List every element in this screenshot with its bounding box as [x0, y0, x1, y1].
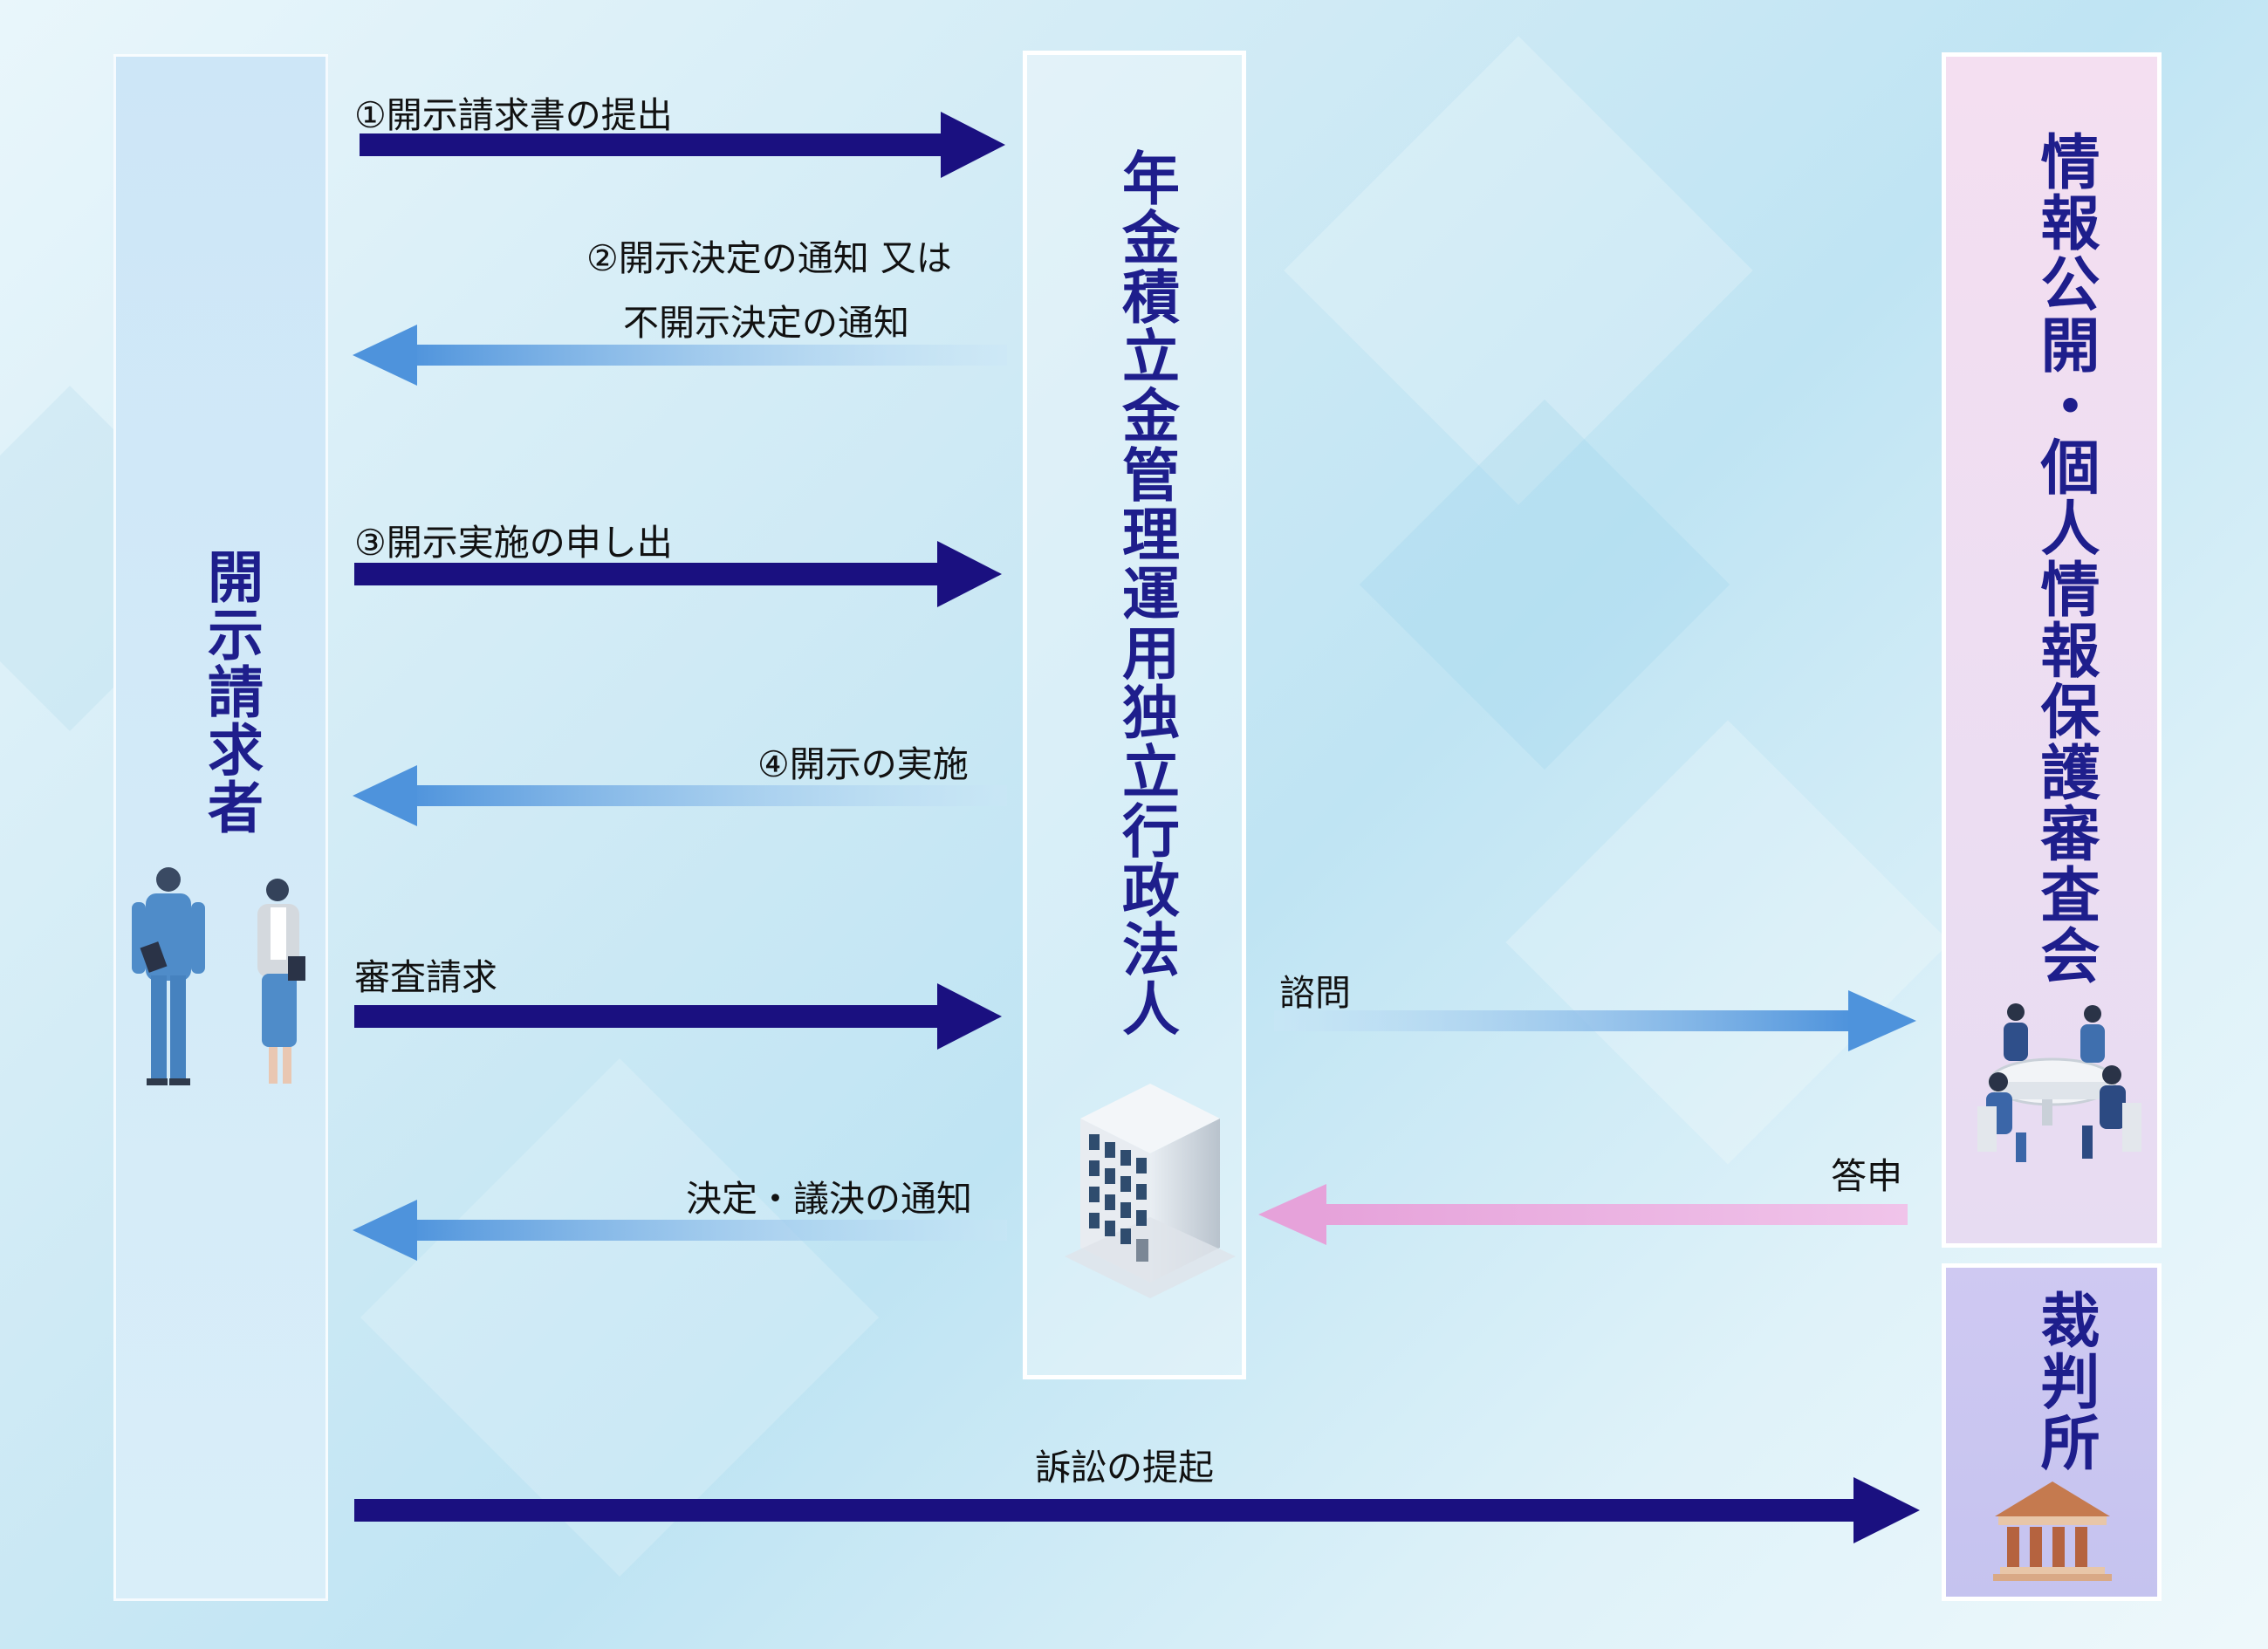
arrow-review-request — [354, 983, 1002, 1050]
requester-title: 開示請求者 — [198, 548, 263, 836]
step2-label-line2: 不開示決定の通知 — [623, 302, 909, 344]
meeting-illustration — [1977, 1003, 2141, 1162]
arrow-inquiry — [1274, 990, 1916, 1051]
court-panel — [1942, 1263, 2162, 1601]
requester-panel — [113, 54, 328, 1601]
inquiry-label: 諮問 — [1279, 972, 1351, 1014]
step2-label-line1: ②開示決定の通知 又は — [586, 237, 952, 279]
courthouse-illustration — [1993, 1481, 2112, 1581]
step1-label: ①開示請求書の提出 — [354, 94, 673, 136]
building-illustration — [1065, 1084, 1236, 1298]
report-label: 答申 — [1831, 1155, 1902, 1197]
people-illustration — [132, 867, 305, 1085]
decision-notice-label: 決定・議決の通知 — [686, 1178, 972, 1220]
arrow-report — [1258, 1184, 1908, 1245]
gpif-title: 年金積立金管理運用独立行政法人 — [1113, 148, 1180, 1038]
court-title: 裁判所 — [2030, 1290, 2099, 1473]
lawsuit-label: 訴訟の提起 — [1035, 1447, 1214, 1488]
step3-label: ③開示実施の申し出 — [354, 522, 673, 564]
arrow-step4 — [353, 765, 1007, 826]
arrow-step1 — [360, 112, 1005, 178]
review-board-panel — [1942, 52, 2162, 1248]
arrow-step2 — [353, 325, 1007, 386]
review-request-label: 審査請求 — [354, 956, 497, 998]
review-board-title: 情報公開・個人情報保護審査会 — [2030, 131, 2099, 986]
arrow-step3 — [354, 541, 1002, 607]
arrow-decision-notice — [353, 1200, 1007, 1261]
step4-label: ④開示の実施 — [757, 743, 969, 785]
arrow-lawsuit — [354, 1477, 1920, 1543]
